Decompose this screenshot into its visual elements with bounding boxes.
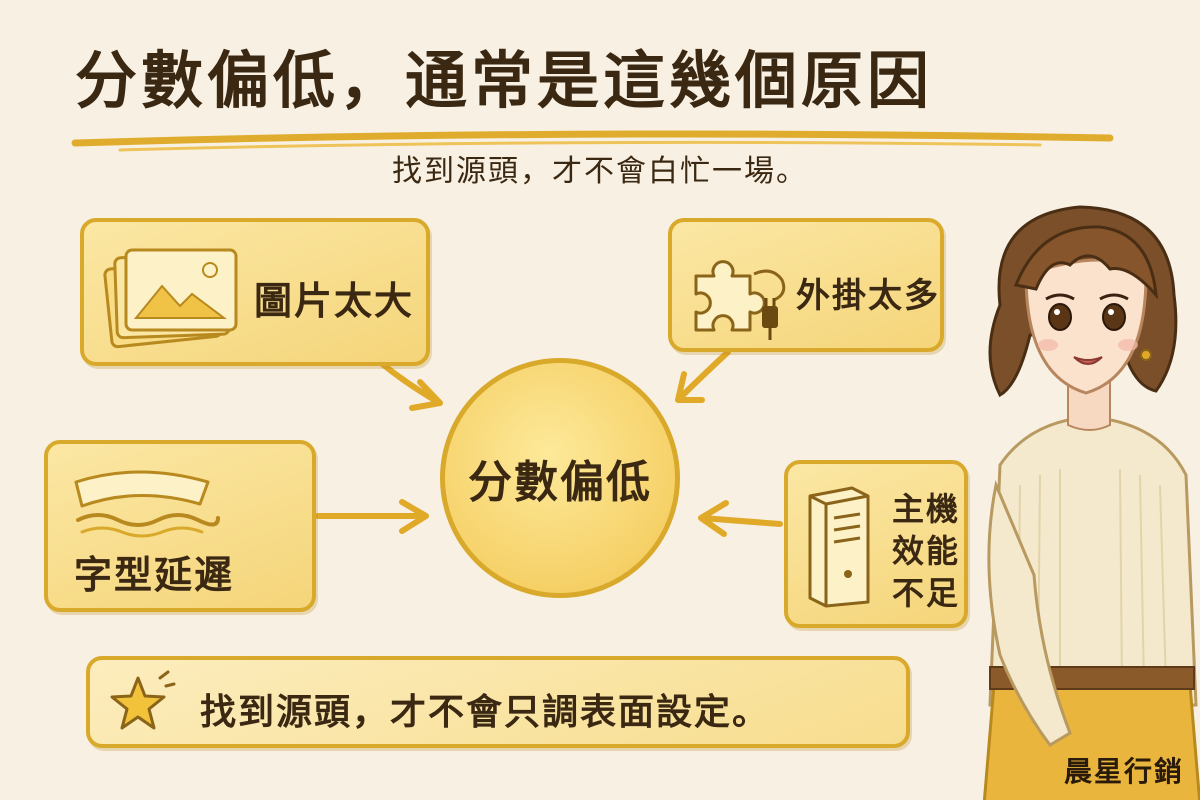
cause-card-plugins: 外掛太多: [668, 218, 944, 352]
arrow-host-to-center: [699, 515, 783, 527]
subtitle: 找到源頭，才不會白忙一場。: [392, 154, 808, 189]
center-node: 分數偏低: [440, 358, 680, 598]
cause-label-images: 圖片太大: [254, 279, 415, 323]
woman-illustration: [982, 205, 1200, 800]
star-icon: [110, 670, 176, 730]
cause-label-host-line3: 不足: [892, 574, 961, 612]
cause-card-fonts: 字型延遲: [44, 440, 316, 612]
cause-label-fonts: 字型延遲: [74, 553, 235, 597]
tagline-box: [86, 656, 910, 748]
cause-card-images: 圖片太大: [80, 218, 430, 366]
image-stack-icon: [103, 248, 238, 349]
server-tower-icon: [808, 486, 870, 608]
font-ribbon-icon: [74, 470, 220, 538]
cause-label-plugins: 外掛太多: [796, 276, 940, 316]
brand-label: 晨星行銷: [1063, 755, 1184, 788]
center-label: 分數偏低: [468, 457, 652, 508]
page-title: 分數偏低，通常是這幾個原因: [75, 44, 934, 117]
cause-card-host: 主機 效能 不足: [784, 460, 968, 628]
cause-label-host-line1: 主機: [892, 490, 961, 528]
arrow-plugins-to-center: [677, 349, 731, 401]
tagline-text: 找到源頭，才不會只調表面設定。: [200, 692, 771, 733]
cause-label-host-line2: 效能: [892, 532, 961, 570]
puzzle-plug-icon: [694, 260, 786, 340]
